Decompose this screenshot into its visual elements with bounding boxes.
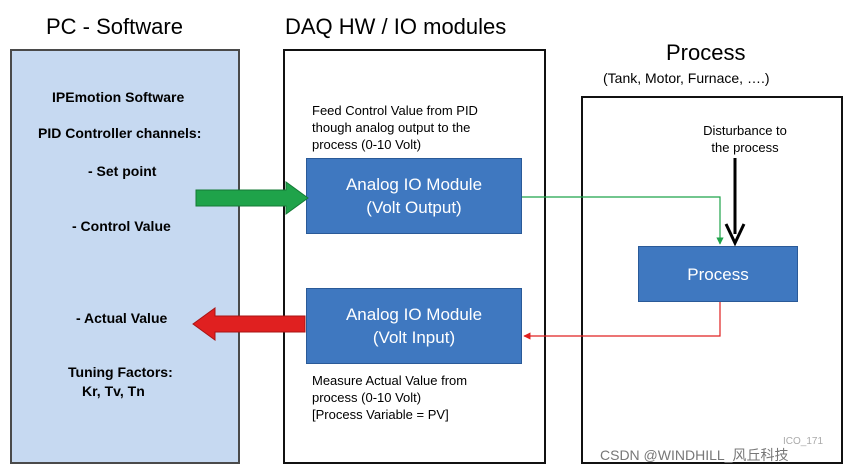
set-point-label: - Set point xyxy=(88,163,157,179)
process-box-label: Process xyxy=(687,264,749,284)
disturbance-line-1: Disturbance to xyxy=(703,123,787,138)
analog-input-module: Analog IO Module (Volt Input) xyxy=(306,288,522,364)
process-box: Process xyxy=(638,246,798,302)
actual-value-arrow xyxy=(192,307,306,341)
actual-value-label: - Actual Value xyxy=(76,310,168,326)
measure-note-line-2: process (0-10 Volt) xyxy=(312,390,422,405)
feed-note-line-3: process (0-10 Volt) xyxy=(312,137,422,152)
process-to-input-line xyxy=(523,302,721,340)
pc-software-panel xyxy=(10,49,240,464)
daq-title: DAQ HW / IO modules xyxy=(285,14,507,39)
analog-output-module: Analog IO Module (Volt Output) xyxy=(306,158,522,234)
process-subtitle: (Tank, Motor, Furnace, ….) xyxy=(603,70,770,86)
feed-note-line-2: though analog output to the xyxy=(312,120,471,135)
control-value-label: - Control Value xyxy=(72,218,171,234)
tuning-factors-heading: Tuning Factors: xyxy=(68,364,173,380)
control-value-arrow xyxy=(195,181,309,215)
pc-software-title: PC - Software xyxy=(46,14,183,39)
tuning-factors-values: Kr, Tv, Tn xyxy=(82,383,145,399)
disturbance-arrow-head xyxy=(724,223,746,247)
measure-note-line-3: [Process Variable = PV] xyxy=(312,407,449,422)
disturbance-label: Disturbance to the process xyxy=(680,122,810,156)
daq-panel xyxy=(283,49,546,464)
input-module-line-1: Analog IO Module xyxy=(345,305,483,324)
csdn-watermark: CSDN @WINDHILL_风丘科技 xyxy=(600,447,789,463)
process-panel xyxy=(581,96,843,464)
process-title: Process xyxy=(666,40,746,65)
output-module-line-2: (Volt Output) xyxy=(366,198,462,217)
measure-note-line-1: Measure Actual Value from xyxy=(312,373,468,388)
feed-note-line-1: Feed Control Value from PID xyxy=(312,103,478,118)
measure-actual-note: Measure Actual Value from process (0-10 … xyxy=(312,372,542,423)
output-to-process-line xyxy=(522,196,724,245)
figure-code: ICO_171 xyxy=(783,436,824,447)
feed-control-note: Feed Control Value from PID though analo… xyxy=(312,102,542,153)
disturbance-line-2: the process xyxy=(711,140,779,155)
output-module-line-1: Analog IO Module xyxy=(345,175,483,194)
input-module-line-2: (Volt Input) xyxy=(372,328,456,347)
ipemotion-software-label: IPEmotion Software xyxy=(52,89,185,105)
pid-channels-heading: PID Controller channels: xyxy=(38,125,202,141)
